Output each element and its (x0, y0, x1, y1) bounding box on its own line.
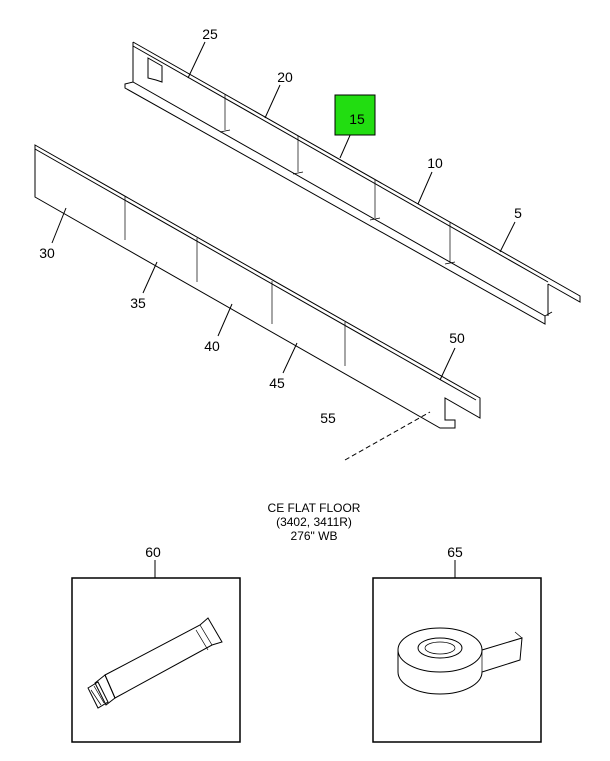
lower-rail (34, 144, 481, 429)
leader-lines (51, 41, 516, 578)
detail-box-60 (71, 577, 241, 743)
caption-line-1: CE FLAT FLOOR (268, 501, 361, 515)
tape-roll-icon (397, 627, 523, 695)
callout-60[interactable]: 60 (145, 544, 161, 560)
sealant-tube-icon (87, 617, 223, 709)
callout-15[interactable]: 15 (349, 111, 365, 127)
callout-5[interactable]: 5 (514, 205, 522, 221)
caption-line-2: (3402, 3411R) (276, 515, 352, 529)
callout-65[interactable]: 65 (447, 544, 463, 560)
callout-10[interactable]: 10 (427, 155, 443, 171)
callout-35[interactable]: 35 (130, 295, 146, 311)
callout-30[interactable]: 30 (39, 245, 55, 261)
callout-45[interactable]: 45 (269, 375, 285, 391)
callout-40[interactable]: 40 (204, 338, 220, 354)
callout-55[interactable]: 55 (320, 410, 336, 426)
caption-line-3: 276" WB (291, 529, 338, 543)
highlight-box[interactable] (334, 94, 376, 136)
callout-50[interactable]: 50 (449, 330, 465, 346)
upper-rail (124, 41, 581, 325)
detail-box-65 (372, 577, 542, 743)
callout-25[interactable]: 25 (202, 26, 218, 42)
callout-20[interactable]: 20 (277, 69, 293, 85)
